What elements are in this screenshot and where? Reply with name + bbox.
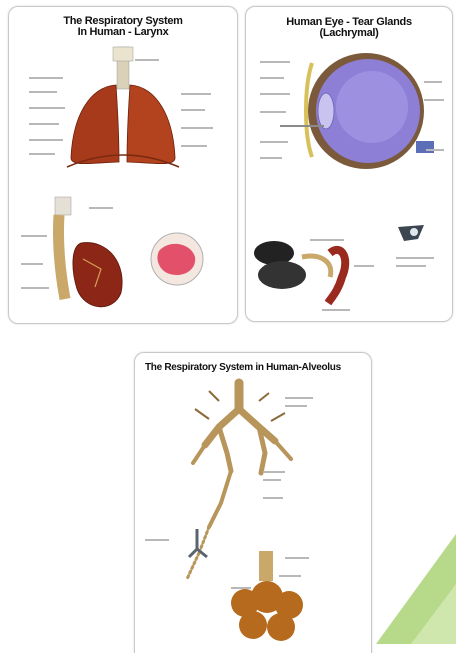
eye-illustration <box>246 7 452 321</box>
poster-card-alveolus[interactable]: The Respiratory System in Human-Alveolus <box>134 352 372 653</box>
bronchial-tree-illustration <box>135 353 371 653</box>
poster-card-larynx[interactable]: The Respiratory System In Human - Larynx <box>8 6 238 324</box>
decorative-green-corner-light <box>411 584 456 644</box>
poster-card-eye[interactable]: Human Eye - Tear Glands (Lachrymal) <box>245 6 453 322</box>
lungs-illustration <box>9 7 237 323</box>
